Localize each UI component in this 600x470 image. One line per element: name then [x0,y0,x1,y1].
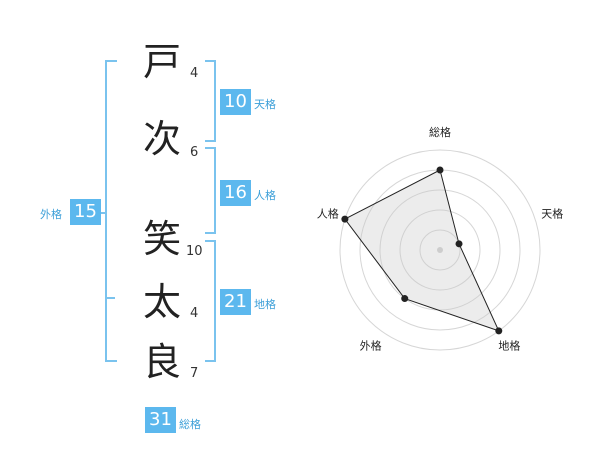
jin-value-badge: 16 [220,180,251,206]
radar-center-dot [437,247,443,253]
chi-bracket [205,240,216,362]
stroke-count-2: 6 [190,145,199,160]
radar-axis-label-3: 地格 [498,338,520,352]
gai-value-badge: 15 [70,199,101,225]
outer-bracket-divider [106,297,115,299]
radar-series-polygon [344,169,500,332]
radar-axis-label-5: 人格 [317,207,339,221]
name-char-5: 良 [142,340,181,384]
name-char-3: 笑 [142,217,181,261]
radar-point-3 [495,327,503,335]
ten-label: 天格 [254,98,276,111]
stroke-count-3: 10 [186,244,203,259]
radar-point-4 [401,295,409,303]
radar-point-1 [436,166,444,174]
chi-label: 地格 [254,298,276,311]
stroke-count-1: 4 [190,66,199,81]
name-char-2: 次 [142,117,181,161]
stroke-count-4: 4 [190,306,199,321]
radar-ring-3 [379,189,501,311]
radar-axis-label-2: 天格 [541,207,563,221]
stroke-count-5: 7 [190,366,199,381]
chi-value-badge: 21 [220,289,251,315]
radar-axis-label-1: 総格 [429,125,451,139]
outer-bracket [105,60,117,362]
ten-bracket [205,60,216,142]
gai-label: 外格 [40,208,62,221]
jin-label: 人格 [254,189,276,202]
radar-point-5 [341,215,349,223]
sou-label: 総格 [179,418,201,431]
radar-ring-5 [339,149,541,351]
radar-ring-1 [419,229,461,271]
name-char-1: 戸 [142,40,181,84]
radar-axis-label-4: 外格 [360,338,382,352]
ten-value-badge: 10 [220,89,251,115]
radar-point-2 [455,240,463,248]
jin-bracket [205,147,216,234]
name-char-4: 太 [142,280,181,324]
sou-value-badge: 31 [145,407,176,433]
radar-ring-2 [399,209,481,291]
